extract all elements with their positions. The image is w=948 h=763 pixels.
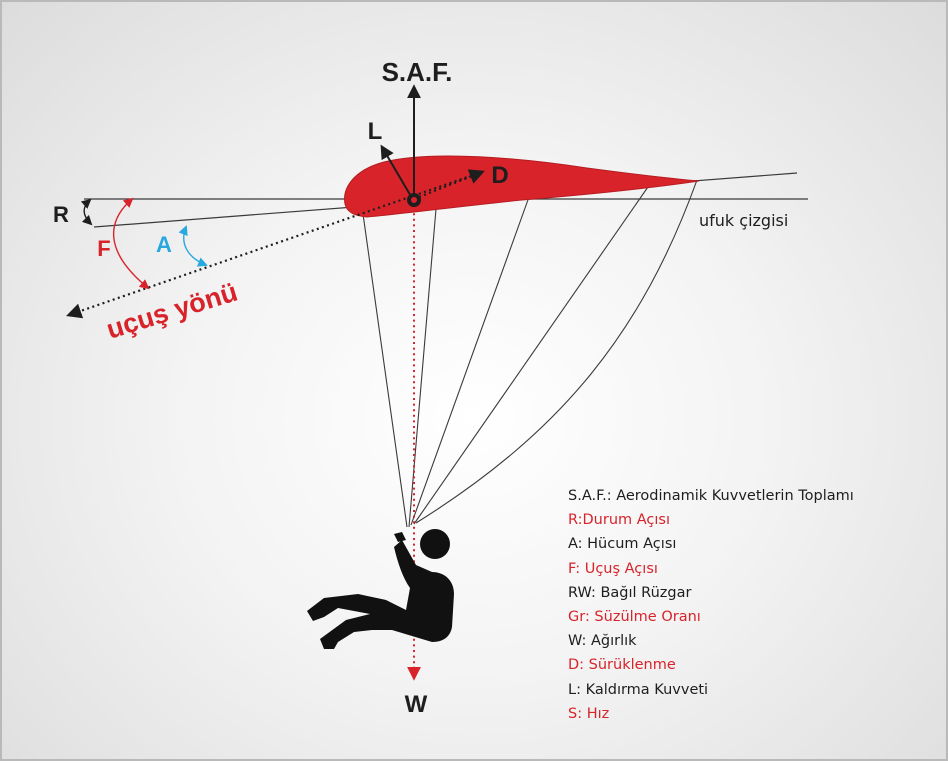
f-angle-label: F [97,236,110,261]
flight-direction-line [66,170,483,319]
drag-arrow [413,169,485,201]
flight-direction-label: uçuş yönü [103,277,241,345]
wing-airfoil [344,155,700,218]
legend-item: W: Ağırlık [568,633,637,650]
legend-item: L: Kaldırma Kuvveti [568,681,709,698]
legend-item: S.A.F.: Aerodinamik Kuvvetlerin Toplamı [568,488,854,504]
legend-item: A: Hücum Açısı [568,536,677,553]
legend-item: RW: Bağıl Rüzgar [568,584,692,601]
lift-label: L [368,118,383,145]
drag-label: D [491,162,508,189]
lift-arrow [380,144,413,199]
legend-item: D: Sürüklenme [568,657,676,674]
suspension-lines [362,179,698,528]
legend-item: S: Hız [568,705,610,722]
f-angle-arc [113,197,150,290]
center-of-pressure-inner [411,197,417,203]
r-angle-arc [80,198,93,226]
a-angle-arc [178,225,208,267]
legend-item: Gr: Süzülme Oranı [568,609,701,626]
horizon-label: ufuk çizgisi [699,211,788,230]
saf-label: S.A.F. [382,57,453,87]
a-angle-label: A [156,232,172,257]
weight-label: W [405,691,428,718]
legend-item: R:Durum Açısı [568,512,671,529]
r-angle-label: R [53,202,69,227]
legend-item: F: Uçuş Açısı [568,560,658,577]
pilot-silhouette-icon [307,529,454,649]
